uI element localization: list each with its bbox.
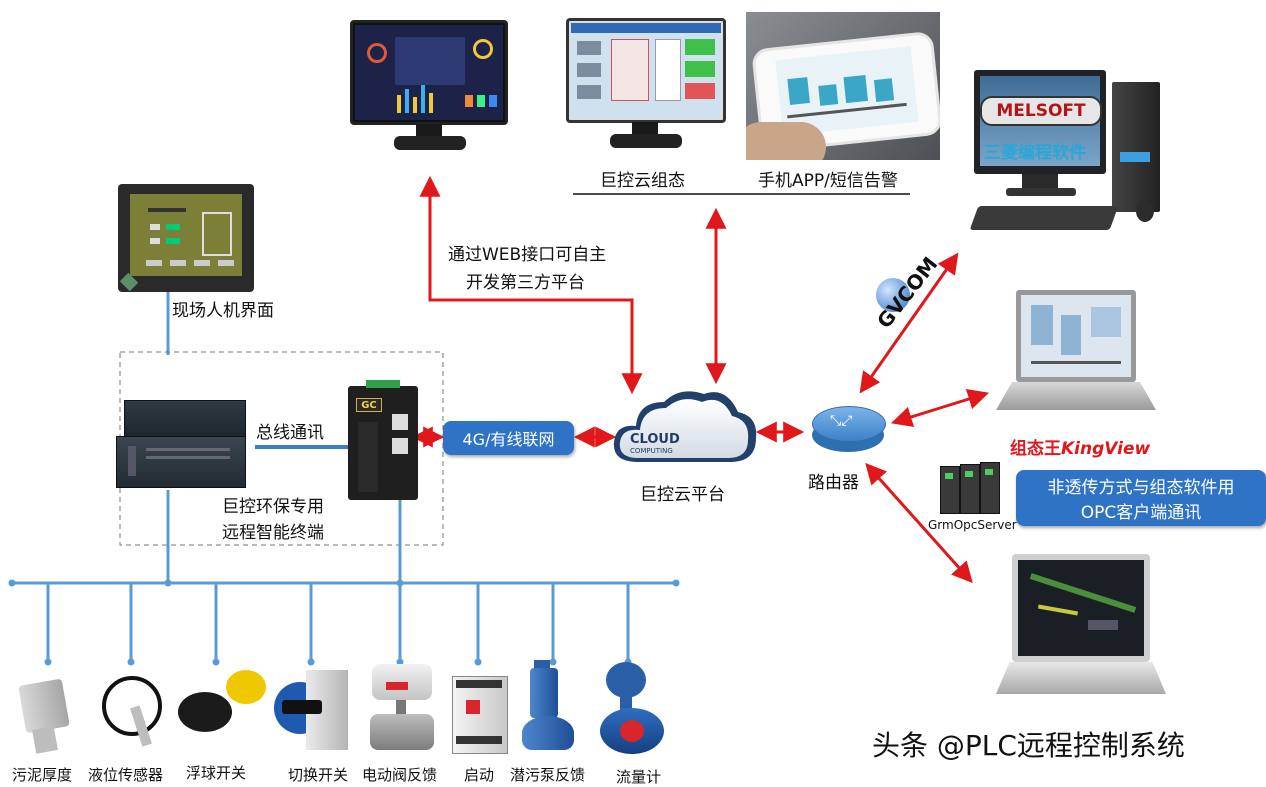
remote-terminal: GC bbox=[348, 380, 418, 500]
electric-valve-icon bbox=[366, 664, 440, 756]
arrow-router-melsoft bbox=[859, 252, 959, 394]
cloud-logo-text-2: COMPUTING bbox=[630, 447, 673, 455]
opc-note-line1: 非透传方式与组态软件用 bbox=[1047, 478, 1235, 498]
field-hmi-label: 现场人机界面 bbox=[172, 301, 274, 321]
device-label: 流量计 bbox=[616, 768, 662, 786]
mobile-app-photo bbox=[746, 12, 940, 160]
watermark-text: 头条 @PLC远程控制系统 bbox=[872, 729, 1185, 762]
bus-comm-label: 总线通讯 bbox=[256, 423, 324, 443]
device-label: 切换开关 bbox=[288, 766, 349, 784]
terminal-label-line1: 巨控环保专用 bbox=[222, 497, 324, 517]
kingview-label: 组态王KingView bbox=[1010, 434, 1150, 459]
kingview-laptop bbox=[996, 290, 1156, 420]
float-switch-icon bbox=[176, 664, 272, 738]
terminal-group-box bbox=[119, 351, 444, 546]
device-label: 污泥厚度 bbox=[12, 766, 73, 784]
opc-note-pill: 非透传方式与组态软件用 OPC客户端通讯 bbox=[1016, 470, 1266, 526]
device-label: 液位传感器 bbox=[88, 766, 164, 784]
field-hmi-panel bbox=[118, 184, 254, 292]
flowmeter-icon bbox=[596, 662, 672, 758]
device-label: 潜污泵反馈 bbox=[510, 766, 586, 784]
web-api-text-line2: 开发第三方平台 bbox=[466, 273, 585, 293]
opc-note-line2: OPC客户端通讯 bbox=[1080, 503, 1202, 523]
melsoft-caption: 三菱编程软件 bbox=[984, 143, 1086, 163]
arrow-router-opc bbox=[865, 462, 973, 584]
level-sensor-icon bbox=[96, 670, 168, 752]
router-icon: ⤡⤢ bbox=[812, 404, 886, 454]
cloud-platform-icon: CLOUD COMPUTING bbox=[608, 384, 760, 468]
network-pill: 4G/有线联网 bbox=[443, 421, 574, 455]
terminal-badge: GC bbox=[356, 398, 382, 412]
mobile-app-label: 手机APP/短信告警 bbox=[758, 171, 898, 191]
cloud-config-label: 巨控云组态 bbox=[600, 171, 685, 191]
router-label: 路由器 bbox=[808, 473, 859, 493]
melsoft-computer: MELSOFT 三菱编程软件 bbox=[966, 60, 1162, 238]
cloud-logo-text-1: CLOUD bbox=[630, 432, 680, 447]
arrow-router-kingview bbox=[890, 388, 990, 428]
device-drop-lines bbox=[46, 583, 630, 662]
plc-module bbox=[116, 396, 246, 490]
gvcom-globe-icon bbox=[876, 278, 910, 312]
web-api-text-line1: 通过WEB接口可自主 bbox=[448, 245, 607, 265]
kingview-brand: KingView bbox=[1061, 439, 1151, 459]
melsoft-logo: MELSOFT bbox=[980, 96, 1102, 126]
arrow-cloud-web-api bbox=[419, 175, 643, 395]
selector-switch-icon bbox=[272, 670, 354, 756]
device-label: 启动 bbox=[464, 766, 495, 784]
opc-server-label: GrmOpcServer bbox=[928, 518, 1017, 532]
cloud-platform-label: 巨控云平台 bbox=[640, 485, 725, 505]
submersible-pump-icon bbox=[518, 656, 582, 756]
opc-client-laptop bbox=[996, 554, 1166, 700]
terminal-label-line2: 远程智能终端 bbox=[222, 523, 324, 543]
device-label: 浮球开关 bbox=[186, 764, 247, 782]
contactor-icon bbox=[450, 674, 508, 756]
opc-server-icon bbox=[940, 462, 1000, 514]
kingview-prefix: 组态王 bbox=[1010, 439, 1061, 459]
pressure-sensor-icon bbox=[16, 676, 72, 758]
device-label: 电动阀反馈 bbox=[362, 766, 438, 784]
